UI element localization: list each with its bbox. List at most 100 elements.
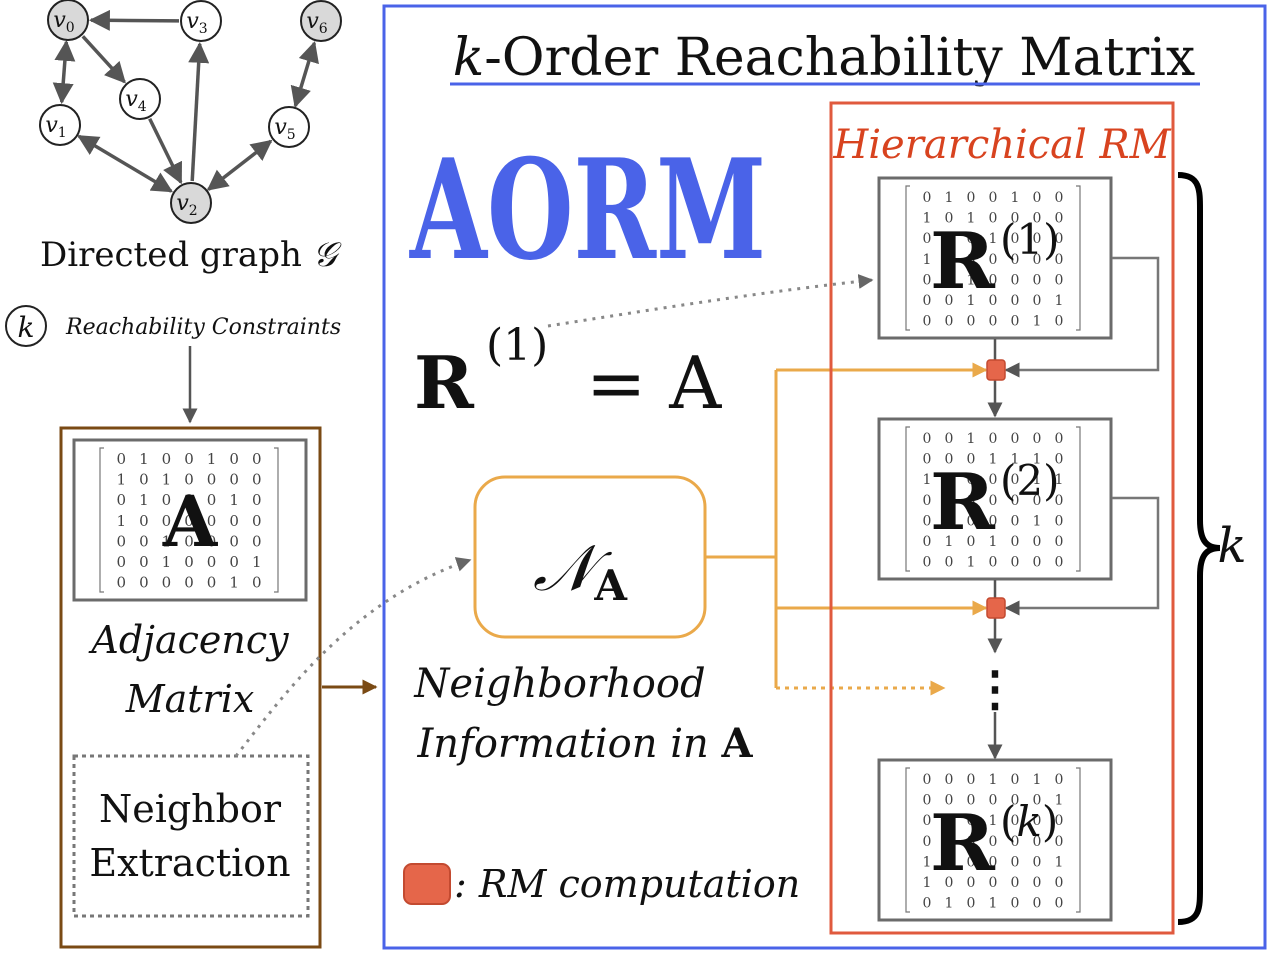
graph-node-label: v0 — [53, 8, 74, 36]
matrix-cell: 1 — [923, 252, 932, 268]
matrix-cell: 1 — [945, 895, 954, 911]
matrix-cell: 0 — [184, 532, 194, 550]
matrix-cell: 0 — [117, 491, 127, 509]
matrix-cell: 0 — [923, 231, 932, 247]
matrix-cell: 0 — [207, 512, 217, 530]
graph-node-v5: v5 — [268, 106, 310, 148]
matrix-cell: 0 — [1011, 875, 1020, 891]
graph-node-v1: v1 — [39, 104, 81, 146]
matrix-cell: 1 — [1033, 313, 1042, 329]
matrix-cell: 0 — [967, 231, 976, 247]
matrix-cell: 1 — [229, 491, 239, 509]
matrix-cell: 0 — [184, 491, 194, 509]
matrix-cell: 0 — [1033, 895, 1042, 911]
neighborhood-connections — [705, 362, 988, 696]
graph-edge-v4-v2 — [148, 117, 183, 185]
matrix-cell: 0 — [1055, 772, 1064, 788]
matrix-cell: 0 — [117, 532, 127, 550]
matrix-cell: 1 — [989, 813, 998, 829]
matrix-cell: 0 — [1033, 534, 1042, 550]
main-title: k-Order Reachability Matrix — [453, 28, 1196, 88]
matrix-cell: 0 — [252, 491, 262, 509]
graph-node-circle — [39, 104, 81, 146]
rm-block-symbol: R — [930, 216, 996, 307]
matrix-cell: 0 — [1055, 875, 1064, 891]
matrix-bracket-right — [1076, 767, 1081, 913]
matrix-cell: 0 — [989, 834, 998, 850]
matrix-cell: 1 — [945, 231, 954, 247]
matrix-cell: 0 — [139, 532, 149, 550]
matrix-cell: 1 — [923, 875, 932, 891]
matrix-cell: 0 — [989, 293, 998, 309]
matrix-cell: 1 — [162, 553, 172, 571]
matrix-cell: 1 — [139, 450, 149, 468]
matrix-bracket-right — [1076, 185, 1081, 331]
matrix-cell: 0 — [162, 573, 172, 591]
matrix-bracket-left — [99, 447, 104, 593]
matrix-cell: 0 — [1033, 834, 1042, 850]
matrix-cell: 0 — [139, 471, 149, 489]
hierarchy-ellipsis: ⋮ — [971, 661, 1019, 717]
matrix-cell: 0 — [945, 472, 954, 488]
matrix-cell: 0 — [989, 472, 998, 488]
matrix-cell: 1 — [1011, 190, 1020, 206]
adjacency-matrix-box — [72, 438, 308, 602]
graph-node-label: v3 — [186, 9, 207, 37]
graph-node-circle — [180, 0, 222, 42]
matrix-cell: 0 — [1055, 452, 1064, 468]
matrix-cell: 1 — [967, 431, 976, 447]
matrix-cell: 0 — [923, 534, 932, 550]
rm-block-frame — [877, 176, 1113, 340]
matrix-cell: 1 — [162, 532, 172, 550]
matrix-cell: 0 — [1055, 231, 1064, 247]
r1-feedback-arrow — [1004, 256, 1160, 378]
matrix-cell: 0 — [967, 854, 976, 870]
graph-node-v2: v2 — [170, 182, 212, 224]
matrix-cell: 1 — [989, 772, 998, 788]
matrix-cell: 0 — [923, 431, 932, 447]
main-frame — [382, 4, 1267, 950]
matrix-cell: 1 — [207, 450, 217, 468]
graph-edge-v0-v1 — [52, 39, 76, 105]
matrix-cell: 0 — [1055, 252, 1064, 268]
graph-nodes: v0 v3 v6 v4 v1 v5 v2 — [39, 0, 342, 224]
matrix-cell: 1 — [117, 471, 127, 489]
matrix-cell: 0 — [989, 272, 998, 288]
matrix-bracket-right — [1076, 426, 1081, 572]
matrix-cell: 1 — [1055, 854, 1064, 870]
matrix-cell: 0 — [229, 553, 239, 571]
matrix-cell: 0 — [162, 450, 172, 468]
matrix-cell: 0 — [139, 512, 149, 530]
graph-node-circle — [268, 106, 310, 148]
matrix-cell: 0 — [923, 793, 932, 809]
matrix-cell: 0 — [1055, 513, 1064, 529]
matrix-cell: 0 — [923, 493, 932, 509]
k-badge-label: k — [18, 311, 35, 344]
matrix-cell: 0 — [252, 471, 262, 489]
matrix-cell: 0 — [1055, 813, 1064, 829]
matrix-cell: 0 — [229, 532, 239, 550]
matrix-cell: 0 — [1011, 813, 1020, 829]
matrix-cell: 0 — [945, 793, 954, 809]
matrix-cell: 0 — [945, 313, 954, 329]
matrix-cell: 0 — [923, 452, 932, 468]
matrix-cell: 0 — [1011, 793, 1020, 809]
graph-node-label: v2 — [176, 191, 197, 219]
matrix-cell: 0 — [1055, 431, 1064, 447]
graph-edge-v0-v4 — [81, 35, 126, 84]
matrix-cell: 0 — [967, 834, 976, 850]
graph-node-label: v4 — [125, 87, 146, 115]
matrix-cell: 0 — [923, 513, 932, 529]
graph-node-circle — [300, 0, 342, 42]
graph-node-v6: v6 — [300, 0, 342, 42]
matrix-cell: 0 — [989, 493, 998, 509]
aorm-logo: AORM — [409, 129, 766, 291]
matrix-cell: 0 — [162, 512, 172, 530]
matrix-cell: 0 — [252, 512, 262, 530]
matrix-cell: 0 — [162, 491, 172, 509]
adjacency-caption-line1: Adjacency — [88, 618, 289, 662]
